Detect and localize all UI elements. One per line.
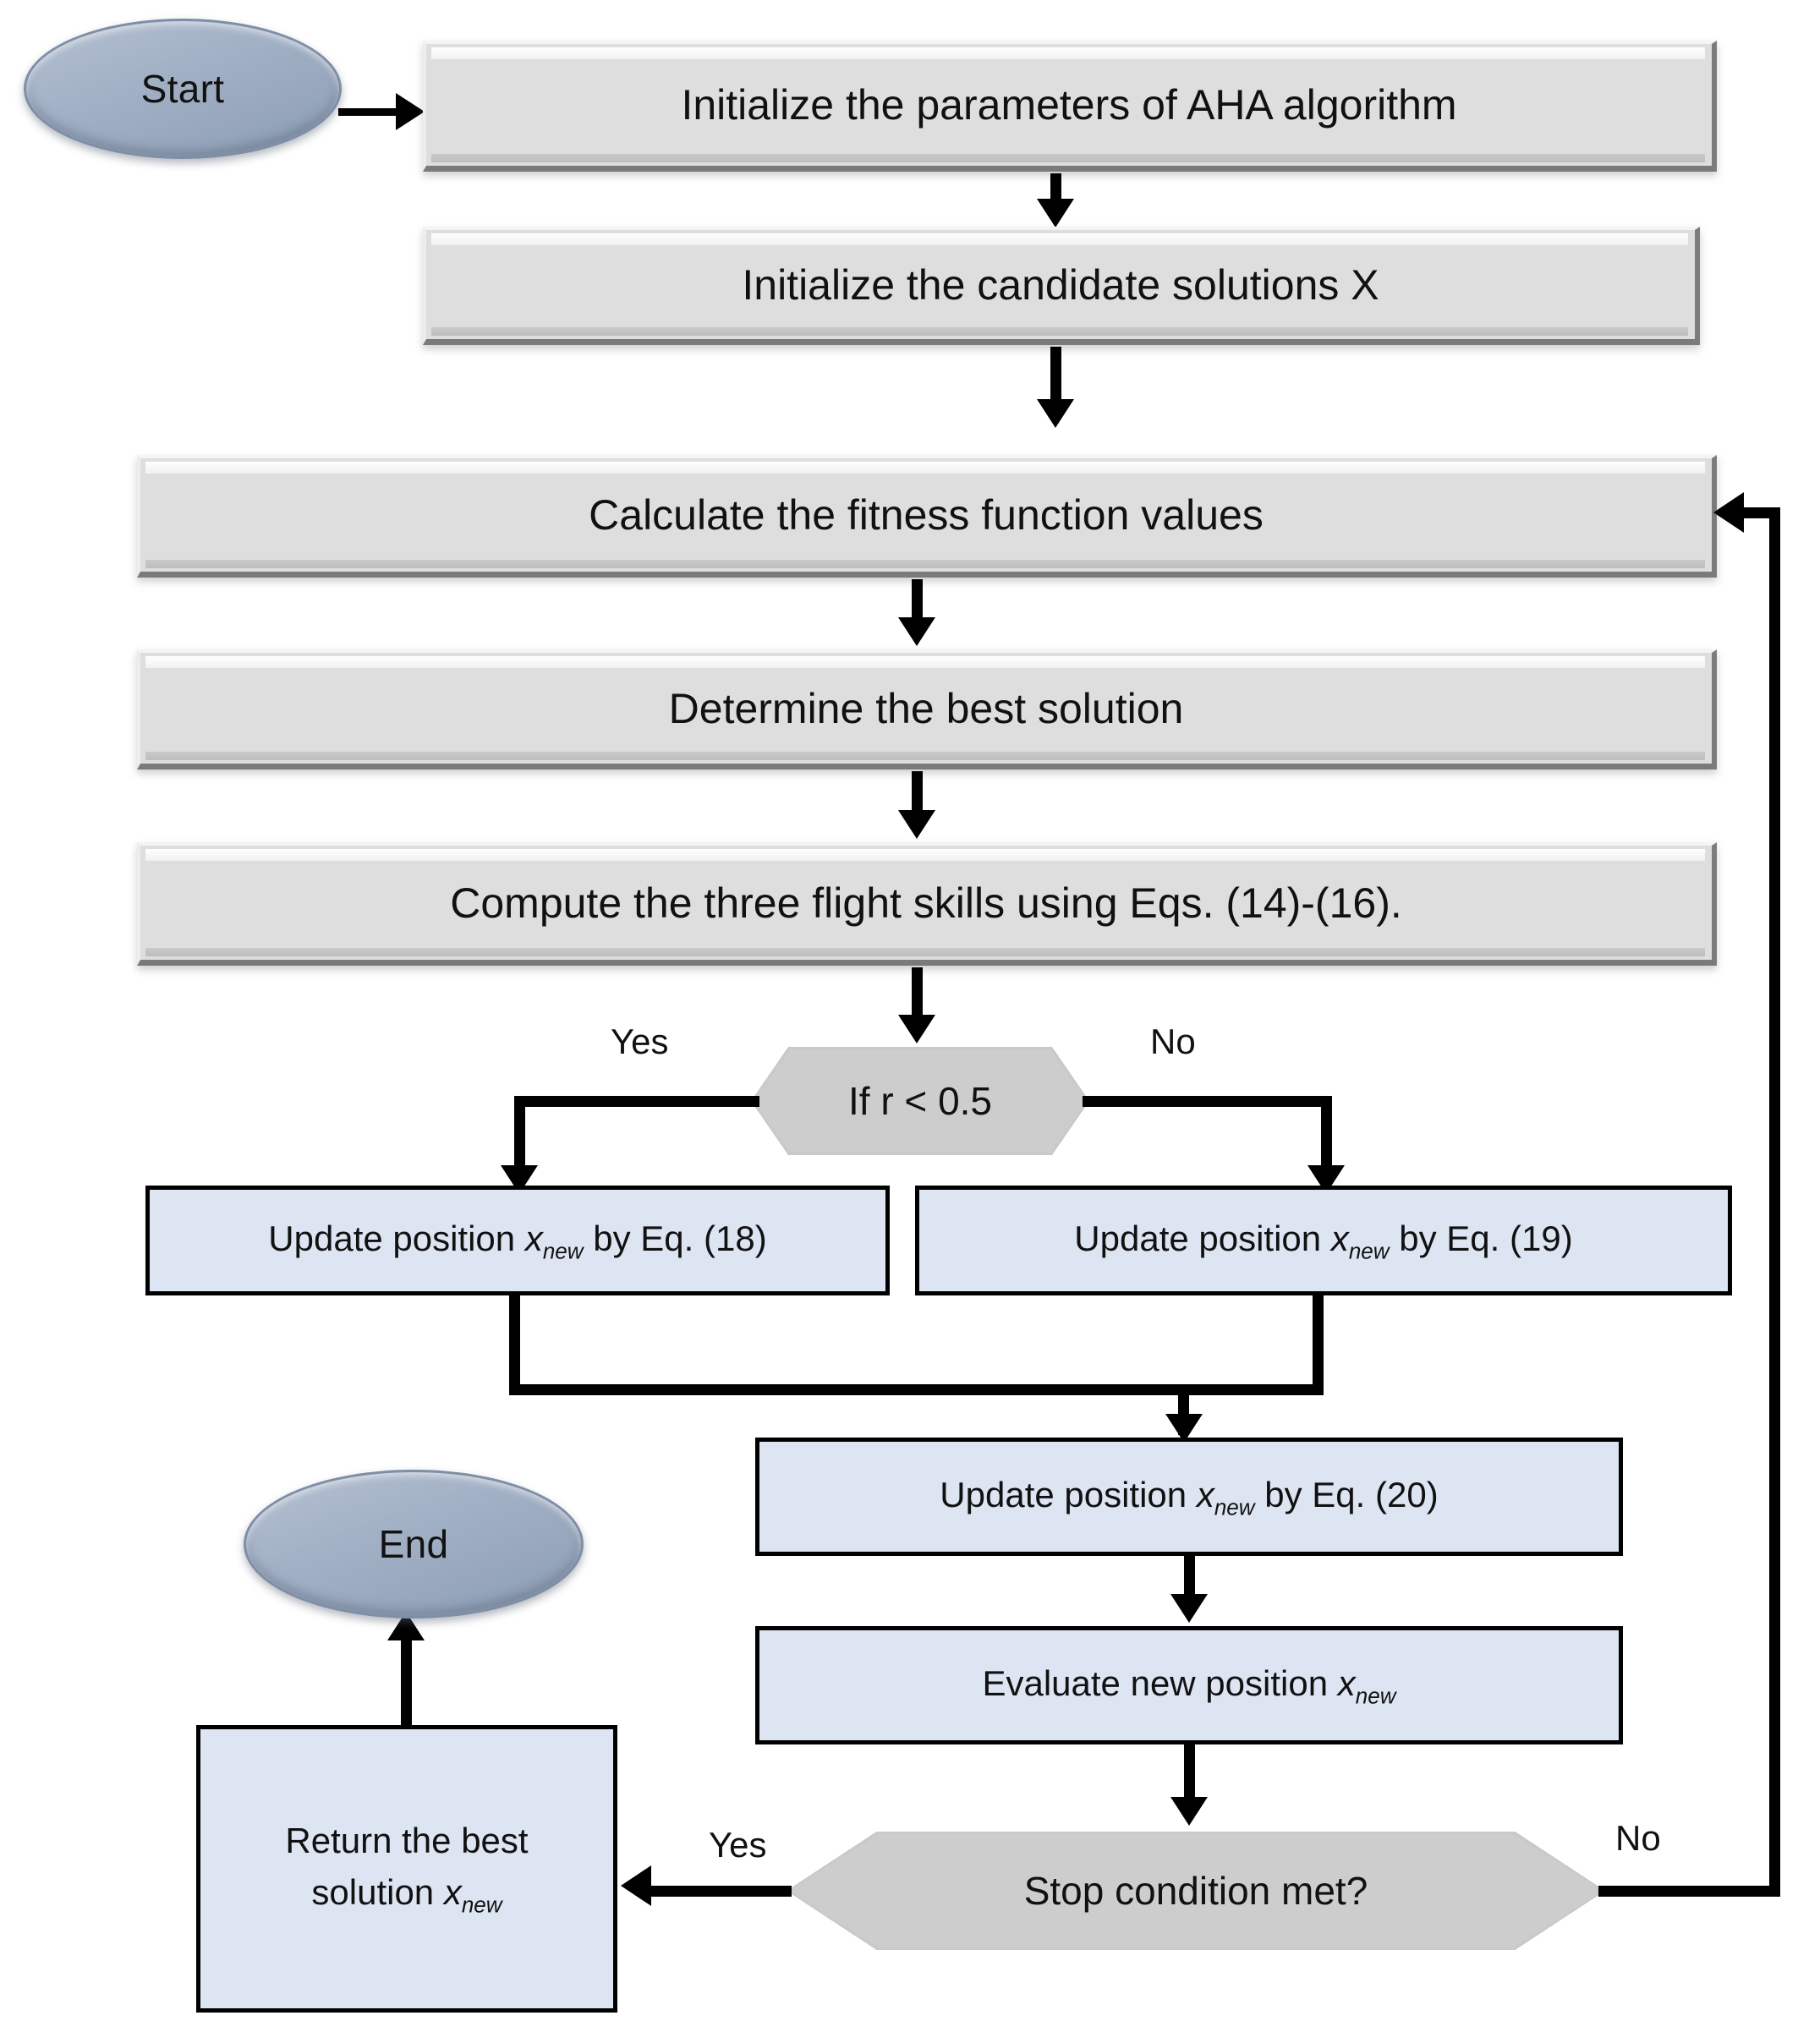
node-decision-r-label: If r < 0.5	[847, 1079, 993, 1123]
node-end[interactable]: End	[244, 1470, 584, 1618]
node-start[interactable]: Start	[24, 19, 342, 159]
edge-merge-horizontal	[509, 1384, 1324, 1395]
decision-r-inner	[754, 1049, 1087, 1153]
node-end-label: End	[378, 1522, 449, 1566]
edge-init-solutions-to-calc-fitness	[1050, 347, 1061, 414]
edge-stop-no-feedback-arrowhead	[1713, 492, 1744, 533]
edge-start-to-init-params-arrowhead	[396, 93, 425, 130]
node-update-18[interactable]: Update position xnew by Eq. (18)	[145, 1186, 890, 1295]
edge-stop-yes-arrowhead	[621, 1865, 651, 1906]
edge-init-params-to-init-solutions-arrowhead	[1037, 199, 1074, 227]
node-determine-best[interactable]: Determine the best solution	[137, 649, 1717, 770]
edge-init-solutions-to-calc-fitness-arrowhead	[1037, 399, 1074, 428]
edge-stop-no-horizontal	[1598, 1886, 1780, 1897]
edge-update-18-down	[509, 1294, 520, 1395]
node-calc-fitness[interactable]: Calculate the fitness function values	[137, 455, 1717, 578]
edge-calc-fitness-to-determine-best-arrowhead	[898, 617, 935, 646]
node-init-params-label: Initialize the parameters of AHA algorit…	[681, 81, 1457, 129]
edge-decision-r-no-vertical	[1321, 1096, 1332, 1180]
node-calc-fitness-label: Calculate the fitness function values	[589, 491, 1264, 539]
edge-return-best-to-end	[401, 1632, 412, 1727]
edge-stop-no-feedback-vertical	[1769, 507, 1780, 1891]
node-stop-condition[interactable]: Stop condition met?	[787, 1832, 1605, 1950]
stop-condition-inner	[789, 1834, 1603, 1947]
edge-update-20-to-evaluate-arrowhead	[1170, 1594, 1208, 1623]
edge-compute-skills-to-decision-arrowhead	[898, 1015, 935, 1043]
node-update-20[interactable]: Update position xnew by Eq. (20)	[755, 1438, 1623, 1556]
node-evaluate-new-label: Evaluate new position xnew	[982, 1662, 1396, 1709]
node-update-18-label: Update position xnew by Eq. (18)	[268, 1218, 767, 1264]
edge-update-19-down	[1313, 1294, 1324, 1395]
node-init-solutions-label: Initialize the candidate solutions X	[742, 260, 1379, 309]
node-return-best[interactable]: Return the best solution xnew	[196, 1725, 617, 2013]
edge-decision-r-yes-vertical	[514, 1096, 525, 1180]
edge-label-stop-yes: Yes	[709, 1825, 767, 1865]
node-decision-r[interactable]: If r < 0.5	[751, 1047, 1089, 1155]
node-init-params[interactable]: Initialize the parameters of AHA algorit…	[423, 41, 1717, 172]
edge-stop-yes-horizontal	[651, 1886, 792, 1897]
node-update-19-label: Update position xnew by Eq. (19)	[1074, 1218, 1573, 1264]
edge-evaluate-to-stop-condition	[1184, 1744, 1195, 1812]
edge-start-to-init-params	[338, 108, 397, 116]
edge-decision-r-yes-horizontal	[514, 1096, 759, 1107]
node-init-solutions[interactable]: Initialize the candidate solutions X	[423, 227, 1700, 345]
node-compute-skills-label: Compute the three flight skills using Eq…	[450, 879, 1402, 927]
edge-evaluate-to-stop-condition-arrowhead	[1170, 1797, 1208, 1826]
edge-determine-best-to-compute-skills-arrowhead	[898, 810, 935, 839]
node-return-best-line2: solution xnew	[311, 1872, 502, 1918]
node-determine-best-label: Determine the best solution	[668, 684, 1184, 732]
node-evaluate-new[interactable]: Evaluate new position xnew	[755, 1626, 1623, 1744]
node-update-20-label: Update position xnew by Eq. (20)	[940, 1474, 1439, 1520]
node-stop-condition-label: Stop condition met?	[1023, 1869, 1368, 1913]
edge-compute-skills-to-decision	[912, 967, 923, 1028]
node-update-19[interactable]: Update position xnew by Eq. (19)	[915, 1186, 1732, 1295]
edge-label-stop-no: No	[1615, 1818, 1661, 1858]
edge-decision-r-no-horizontal	[1083, 1096, 1332, 1107]
edge-label-r-no: No	[1150, 1021, 1196, 1061]
node-compute-skills[interactable]: Compute the three flight skills using Eq…	[137, 842, 1717, 966]
node-start-label: Start	[140, 67, 225, 111]
node-return-best-line1: Return the best	[285, 1821, 529, 1861]
edge-stop-no-feedback-top	[1744, 507, 1780, 518]
edge-label-r-yes: Yes	[611, 1021, 669, 1061]
